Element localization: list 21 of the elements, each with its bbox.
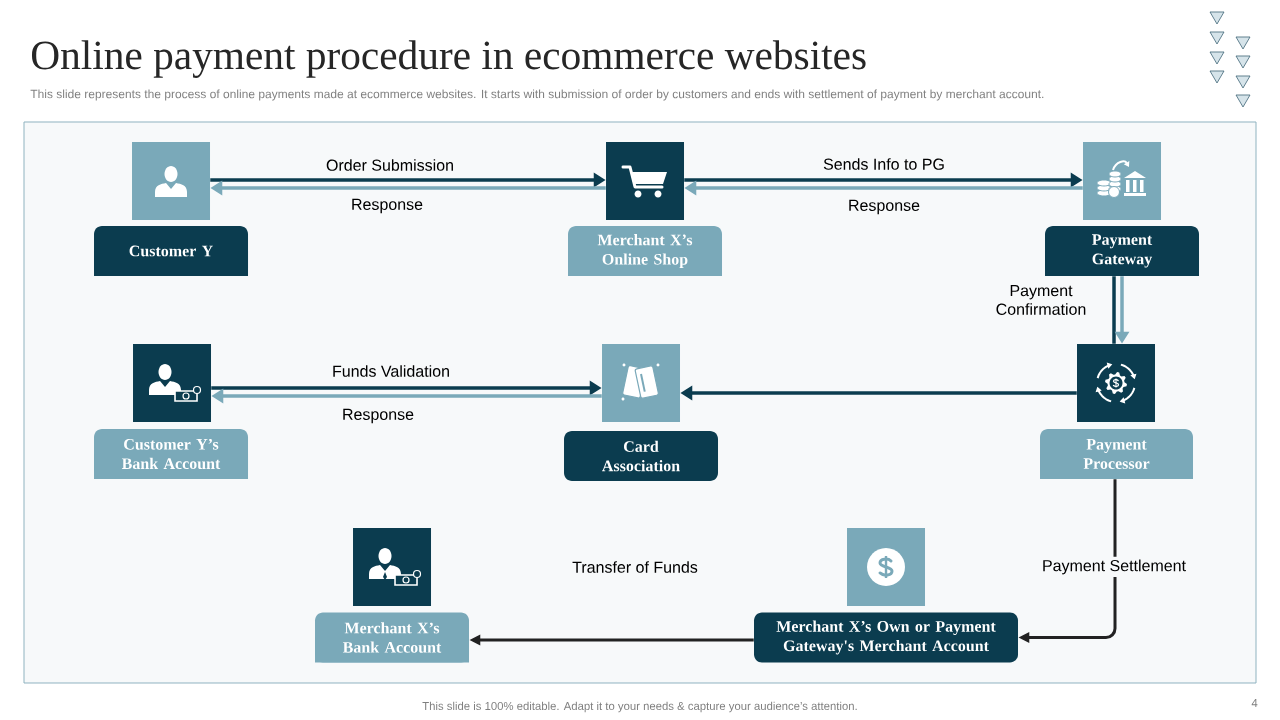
label-box: Payment Processor: [1040, 429, 1193, 479]
title: Online payment procedure in ecommerce websites: [31, 40, 866, 78]
edge-label: Transfer of Funds: [572, 561, 698, 573]
page-number: 4: [1251, 699, 1258, 707]
edge-label: Response: [343, 408, 414, 424]
edge-label: Funds Validation: [333, 365, 449, 377]
label-box: Card Association: [564, 431, 718, 481]
edge-label: Response: [352, 198, 423, 214]
edge-label: Payment Settlement: [1039, 556, 1189, 578]
label-box: Merchant X’s Own or Payment Gateway's Merchant Account: [754, 612, 1018, 663]
label-box: Customer Y’s Bank Account: [94, 429, 248, 479]
label-box: Customer Y: [94, 226, 248, 276]
label-box: Payment Gateway: [1045, 226, 1199, 276]
edge-label: Response: [849, 199, 920, 215]
edge-label: Payment Confirmation: [996, 285, 1086, 315]
footer-note: This slide is 100% editable. Adapt it to your needs & capture your audience’s attention.: [422, 701, 857, 713]
edge-label: Sends Info to PG: [823, 158, 944, 170]
edge-label: Order Submission: [326, 159, 453, 171]
label-box: Merchant X’s Online Shop: [568, 226, 722, 276]
label-box: Merchant X’s Bank Account: [315, 612, 469, 663]
subtitle: This slide represents the process of online payments made at ecommerce websites. It starts with submission of order by customers and ends with settlement of payment by merchant account.: [30, 89, 1044, 101]
